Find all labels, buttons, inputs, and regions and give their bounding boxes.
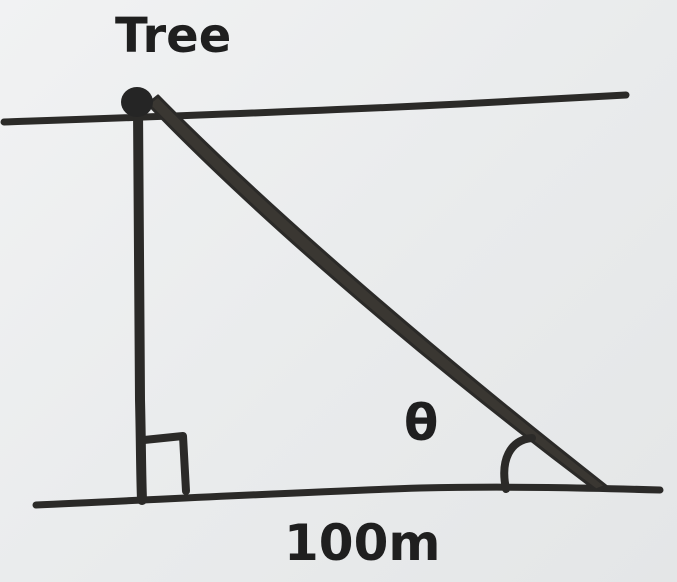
right-angle-marker <box>140 432 190 495</box>
base-length-label: 100m <box>284 514 440 572</box>
vertical-side-line <box>133 103 147 505</box>
tree-label: Tree <box>115 8 231 64</box>
hypotenuse-line <box>146 94 608 492</box>
ground-line <box>32 483 664 509</box>
top-horizontal-line <box>0 91 630 126</box>
angle-arc <box>500 434 536 493</box>
tree-point-dot <box>121 87 153 117</box>
angle-theta-label: θ <box>404 394 438 452</box>
